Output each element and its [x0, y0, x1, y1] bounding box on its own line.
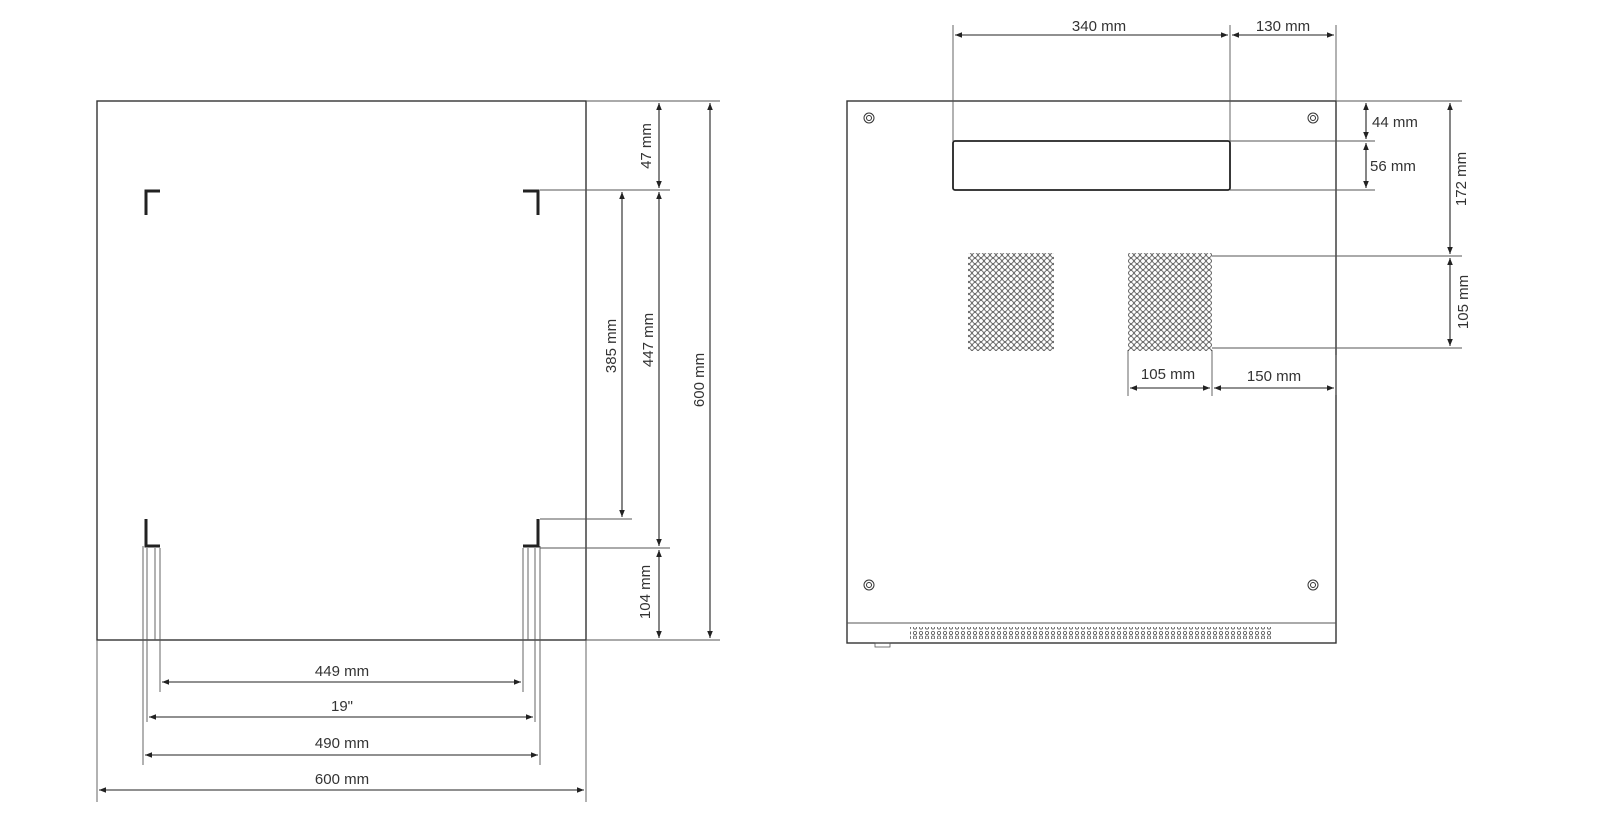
display-slot — [952, 140, 1231, 191]
dim-label-rack-width: 19" — [331, 698, 353, 715]
dim-label-inner-width: 449 mm — [315, 663, 369, 680]
dim-label-grille-top-offset: 172 mm — [1453, 152, 1470, 206]
dim-label-depth: 600 mm — [691, 353, 708, 407]
bracket-bottom-left — [144, 519, 160, 548]
dim-label-rail-span: 447 mm — [640, 313, 657, 367]
dim-label-outer-width: 600 mm — [315, 771, 369, 788]
screw-icon — [863, 112, 875, 124]
screw-icon — [1307, 112, 1319, 124]
screw-icon — [863, 579, 875, 591]
side-view-outline — [96, 100, 587, 641]
rail-lines — [96, 100, 720, 802]
dim-label-grille-width: 105 mm — [1141, 366, 1195, 383]
dim-label-grille-right-offset: 150 mm — [1247, 368, 1301, 385]
dim-label-rail-width: 490 mm — [315, 735, 369, 752]
dim-label-top-offset: 47 mm — [638, 123, 655, 169]
fan-grille-right — [1128, 253, 1212, 351]
front-extension-lines — [952, 25, 1462, 396]
dim-label-bottom-offset: 104 mm — [637, 565, 654, 619]
bracket-top-left — [144, 189, 160, 215]
bracket-bottom-right — [523, 519, 540, 548]
front-view: 340 mm 130 mm 44 mm 56 mm 172 mm 105 mm … — [846, 18, 1472, 648]
bracket-top-right — [523, 189, 540, 215]
fan-grille-left — [968, 253, 1054, 351]
screw-icon — [1307, 579, 1319, 591]
screw-icons — [863, 112, 1319, 591]
dim-label-slot-right-offset: 130 mm — [1256, 18, 1310, 35]
dim-label-slot-height: 56 mm — [1370, 158, 1416, 175]
vent-strip — [910, 627, 1272, 639]
dim-label-slot-width: 340 mm — [1072, 18, 1126, 35]
dim-label-bracket-span: 385 mm — [603, 319, 620, 373]
dim-label-slot-top-offset: 44 mm — [1372, 114, 1418, 131]
foot — [874, 642, 891, 648]
dim-label-grille-height: 105 mm — [1455, 275, 1472, 329]
side-view: 449 mm 19" 490 mm 600 mm 47 mm 447 mm 38… — [96, 100, 720, 802]
